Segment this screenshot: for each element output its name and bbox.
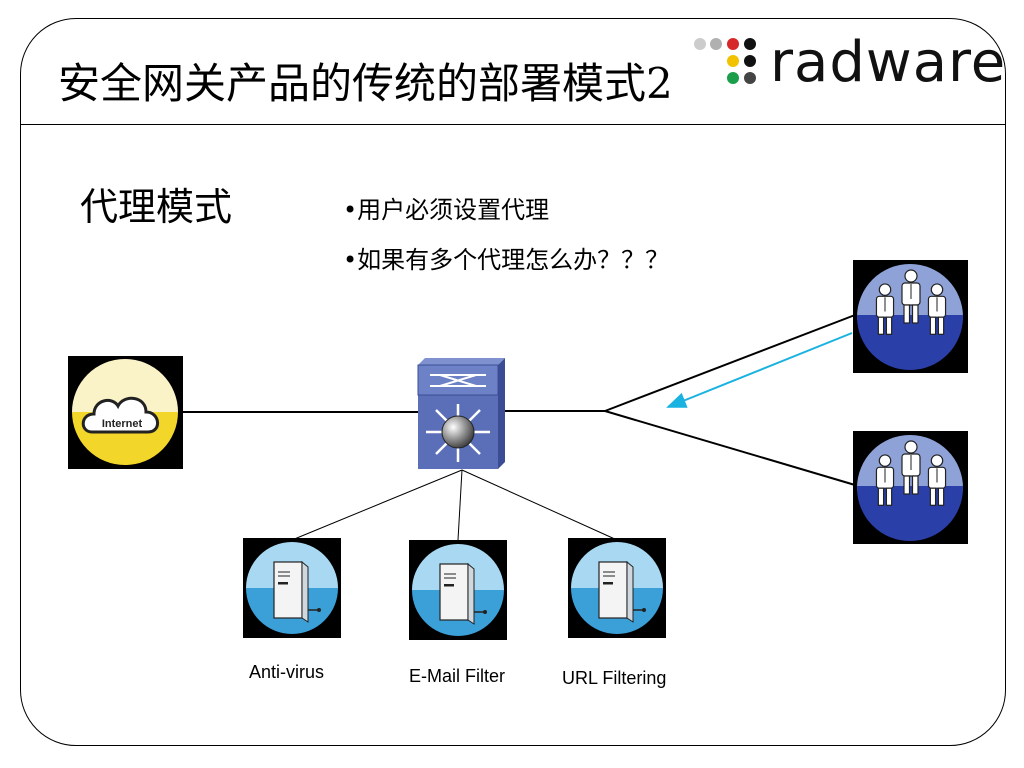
server-tower <box>273 561 303 619</box>
person-leg <box>929 316 937 335</box>
server-label-antivirus: Anti-virus <box>249 662 325 682</box>
person-leg <box>911 304 919 324</box>
server-side <box>467 562 475 625</box>
person-leg <box>929 487 937 506</box>
traffic-arrow <box>666 332 853 408</box>
server-side <box>626 560 634 623</box>
server-label-url-filtering: URL Filtering <box>562 668 667 688</box>
server-plug <box>317 608 321 612</box>
link-junction-users-top <box>604 314 856 412</box>
person-head <box>930 454 944 467</box>
person-leg <box>937 316 945 335</box>
bullet-item: •如果有多个代理怎么办？？？ <box>343 246 670 274</box>
header-divider <box>20 124 1006 125</box>
section-heading: 代理模式 <box>80 185 233 229</box>
internet-cloud-icon: Internet <box>68 356 183 469</box>
connection-lines <box>182 314 856 541</box>
person-leg <box>885 316 893 335</box>
server-label-email-filter: E-Mail Filter <box>409 666 506 686</box>
switch-icon <box>417 358 505 469</box>
person-leg <box>877 487 885 506</box>
person-leg <box>937 487 945 506</box>
server-icon <box>568 538 666 638</box>
server-plug <box>483 610 487 614</box>
person-leg <box>885 487 893 506</box>
server-side <box>301 560 309 623</box>
person-leg <box>903 475 911 495</box>
server-tower <box>439 563 469 621</box>
person-leg <box>877 316 885 335</box>
logo-wordmark: radware <box>770 30 1007 95</box>
slide-frame <box>20 18 1006 746</box>
bullet-item: •用户必须设置代理 <box>343 196 550 224</box>
server-plug <box>642 608 646 612</box>
person-head <box>878 454 892 467</box>
page-title: 安全网关产品的传统的部署模式2 <box>58 59 673 108</box>
server-tower <box>598 561 628 619</box>
person-head <box>904 440 918 454</box>
person-head <box>878 283 892 296</box>
link-junction-users-bottom <box>604 410 856 486</box>
link-switch-url <box>461 469 618 541</box>
link-switch-antivirus <box>291 469 463 541</box>
link-switch-email <box>457 469 463 541</box>
person-leg <box>911 475 919 495</box>
person-head <box>904 269 918 283</box>
person-leg <box>903 304 911 324</box>
internet-label: Internet <box>102 418 143 430</box>
server-drive <box>603 582 613 585</box>
person-head <box>930 283 944 296</box>
server-drive <box>444 584 454 587</box>
server-drive <box>278 582 288 585</box>
